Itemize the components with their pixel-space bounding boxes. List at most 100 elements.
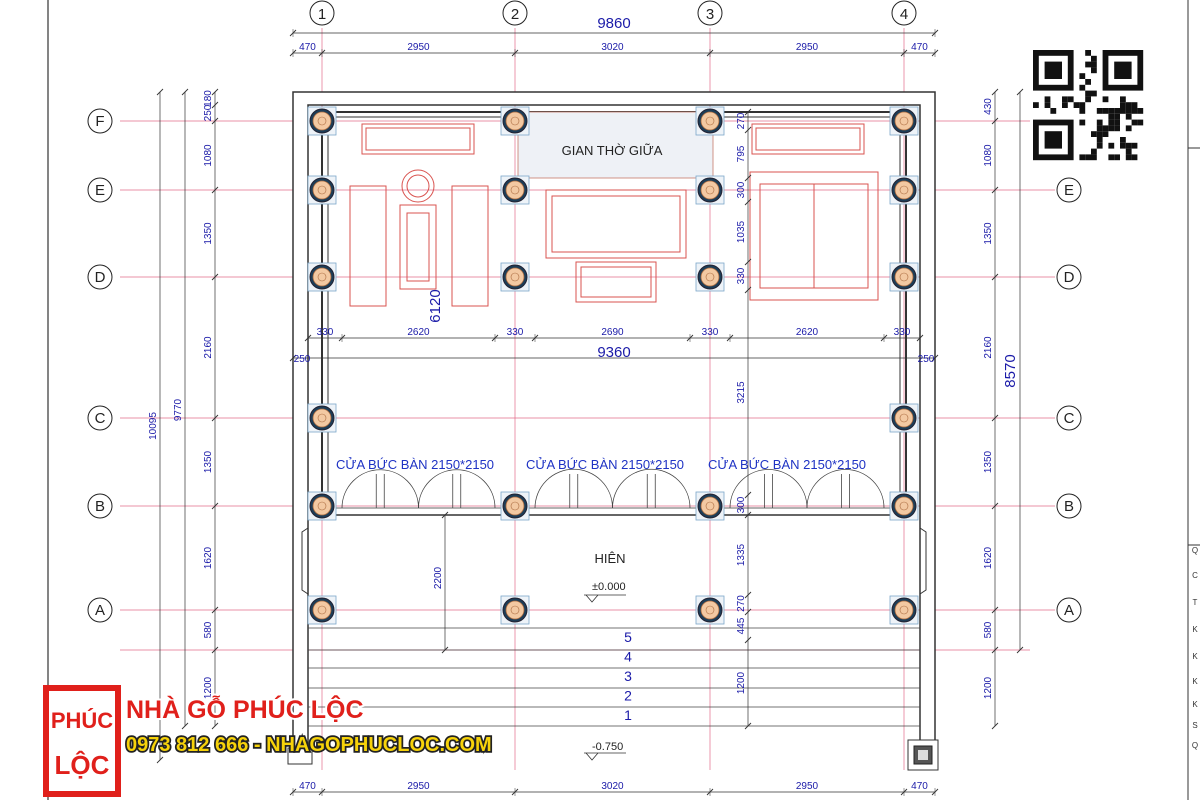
- column-post: [889, 106, 919, 136]
- grid-bubble-label: 4: [900, 6, 908, 23]
- dimension-text: 1620: [203, 546, 214, 569]
- brand-contact: 0973 812 666 - NHAGOPHUCLOC.COM: [126, 734, 492, 756]
- dimension-text: 270: [736, 112, 747, 129]
- porch-label: HIÊN: [594, 551, 625, 566]
- dimension-text: 1350: [983, 450, 994, 473]
- qr-code-icon: [1030, 47, 1147, 164]
- door-swing-arc: [806, 469, 885, 509]
- column-post: [500, 175, 530, 205]
- door-swing-arc: [612, 468, 691, 509]
- dimension-total-text: 9360: [597, 344, 630, 361]
- top-total-dimension: 9860: [289, 15, 939, 37]
- title-block-letter: K: [1192, 700, 1198, 709]
- column-post: [307, 106, 337, 136]
- left-overall-dimension-1: 10095: [148, 88, 164, 764]
- grid-bubble-label: D: [1064, 269, 1075, 286]
- dimension-text: 2950: [796, 781, 819, 792]
- grid-bubble-row-B-R: B: [1056, 493, 1082, 519]
- dimension-text: 300: [736, 181, 747, 198]
- grid-bubble-col-4: 4: [891, 0, 917, 26]
- grid-bubble-row-A-L: A: [87, 597, 113, 623]
- right-overall-dimension: 8570: [1002, 88, 1024, 654]
- dimension-text: 250: [294, 354, 311, 365]
- brand-logo: PHÚC LỘC: [43, 685, 121, 797]
- grid-bubble-label: F: [95, 113, 104, 130]
- dimension-text: 1200: [203, 676, 214, 699]
- level-ground-text: -0.750: [592, 741, 623, 753]
- column-post: [500, 106, 530, 136]
- grid-bubble-col-1: 1: [309, 0, 335, 26]
- dimension-text: 470: [299, 42, 316, 53]
- column-post: [889, 262, 919, 292]
- brand-watermark: PHÚC LỘC NHÀ GỖ PHÚC LỘC 0973 812 666 - …: [43, 685, 493, 797]
- outer-wall: [292, 91, 936, 761]
- left-overall-dimension-2: 9770: [173, 88, 189, 730]
- grid-bubble-label: A: [1064, 602, 1074, 619]
- stair-step-number: 4: [624, 649, 632, 665]
- door-group: [341, 468, 885, 509]
- dimension-text: 1080: [983, 144, 994, 167]
- title-block-letter: K: [1192, 625, 1198, 634]
- title-block-letter: C: [1192, 571, 1198, 580]
- altar-label: GIAN THỜ GIỮA: [562, 143, 663, 158]
- dimension-text: 795: [736, 145, 747, 162]
- grid-bubble-row-C-L: C: [87, 405, 113, 431]
- brand-name: NHÀ GỖ PHÚC LỘC: [126, 694, 364, 724]
- porch-depth-dimension: 2200: [433, 511, 449, 654]
- grid-bubble-row-E-L: E: [87, 177, 113, 203]
- door-swing-arc: [534, 468, 613, 509]
- dimension-text: 330: [894, 327, 911, 338]
- column-post: [307, 262, 337, 292]
- grid-bubble-label: 2: [511, 6, 519, 23]
- grid-bubble-label: B: [95, 498, 105, 515]
- dimension-total-text: 9860: [597, 15, 630, 32]
- column-post: [695, 106, 725, 136]
- grid-bubble-label: 1: [318, 6, 326, 23]
- title-block-letter: Q: [1192, 546, 1198, 555]
- grid-bubble-label: C: [95, 410, 106, 427]
- dimension-text: 2950: [407, 781, 430, 792]
- dimension-text: 1080: [203, 144, 214, 167]
- corner-post: [907, 739, 939, 771]
- grid-bubble-label: E: [1064, 182, 1074, 199]
- dimension-text: 1200: [736, 671, 747, 694]
- dimension-total-text: 10095: [148, 412, 159, 440]
- column-post: [307, 491, 337, 521]
- furniture: [349, 123, 879, 307]
- title-block-letter: S: [1192, 721, 1197, 730]
- column-post: [500, 491, 530, 521]
- door-bay-2: [534, 468, 691, 509]
- level-marker-ground: -0.750: [584, 741, 626, 761]
- title-block-letter: K: [1192, 652, 1198, 661]
- level-floor-text: ±0.000: [592, 581, 626, 593]
- dimension-text: 470: [911, 42, 928, 53]
- dimension-text: 2950: [407, 42, 430, 53]
- dimension-text: 1620: [983, 546, 994, 569]
- column-post: [307, 403, 337, 433]
- dimension-text: 2690: [601, 327, 624, 338]
- dimension-text: 2160: [203, 336, 214, 359]
- grid-bubble-label: E: [95, 182, 105, 199]
- column-post: [695, 262, 725, 292]
- grid-bubble-label: 3: [706, 6, 714, 23]
- dimension-depth-text: 6120: [427, 289, 444, 322]
- door-swing-arc: [729, 469, 808, 509]
- corner-post-left: [287, 747, 313, 765]
- door-swing-arc: [341, 469, 419, 509]
- grid-bubble-col-3: 3: [697, 0, 723, 26]
- stair-step-number: 1: [624, 707, 632, 723]
- column-post: [695, 491, 725, 521]
- logo-text-top: PHÚC: [51, 708, 113, 733]
- column-post: [500, 595, 530, 625]
- title-block-letter: K: [1192, 677, 1198, 686]
- title-block-letter: Q: [1192, 741, 1198, 750]
- logo-text-bottom: LỘC: [55, 750, 110, 780]
